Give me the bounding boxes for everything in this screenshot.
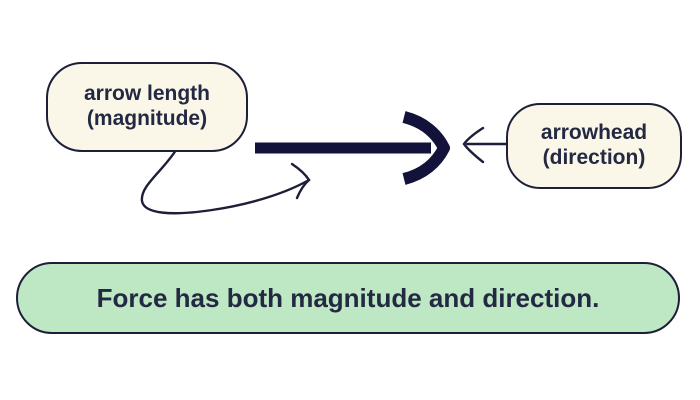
magnitude-label-bubble: arrow length (magnitude) [46, 62, 248, 152]
curved-connector-arrow-icon [140, 148, 311, 215]
direction-label-bubble: arrowhead (direction) [506, 103, 682, 189]
thick-right-arrow-icon [402, 111, 450, 185]
direction-connector-arrow [462, 126, 509, 164]
magnitude-label-line1: arrow length [83, 82, 210, 106]
direction-label-line1: arrowhead [540, 121, 648, 145]
direction-label-line2: (direction) [542, 146, 646, 169]
magnitude-label-line2: (magnitude) [86, 107, 208, 130]
thin-left-arrow-icon [462, 126, 485, 164]
caption-text: Force has both magnitude and direction. [96, 282, 600, 313]
caption-banner: Force has both magnitude and direction. [16, 262, 680, 334]
force-vector-arrow [255, 111, 450, 185]
magnitude-connector-arrow [140, 148, 311, 215]
curved-connector-arrowhead [290, 162, 311, 200]
